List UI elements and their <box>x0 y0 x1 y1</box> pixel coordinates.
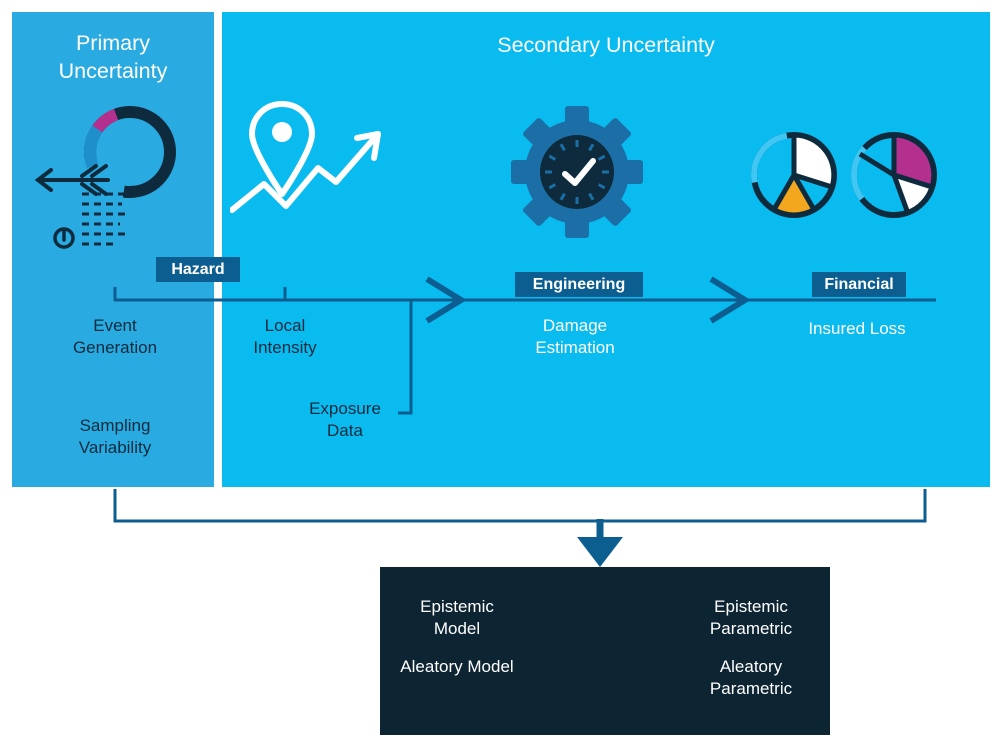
local-intensity-label: Local Intensity <box>253 316 317 357</box>
pie-right-magenta-slice <box>891 132 937 190</box>
insured-loss-label: Insured Loss <box>808 319 906 338</box>
clock-hands-check <box>562 158 596 186</box>
dashed-lines <box>82 192 130 246</box>
secondary-uncertainty-panel <box>222 12 990 487</box>
primary-uncertainty-title: Primary Uncertainty <box>58 31 168 83</box>
pie-chart-right <box>851 132 937 218</box>
pie-chart-left <box>751 132 837 218</box>
sampling-variability-label: Sampling Variability <box>78 416 152 457</box>
trend-line <box>230 131 381 213</box>
arrow-donut-chart-icon <box>34 106 176 249</box>
pie-charts-icon <box>751 132 937 218</box>
quadrant-aleatory-model-label: Aleatory Model <box>400 657 514 676</box>
trend-arrow-head-icon <box>354 131 381 161</box>
event-generation-label: Event Generation <box>72 316 158 357</box>
quadrant-epistemic-model-label: Epistemic Model <box>420 597 494 639</box>
dial-ticks <box>545 140 609 204</box>
quadrant-aleatory-parametric-label: Aleatory Parametric <box>709 657 793 699</box>
financial-badge: Financial <box>812 272 906 297</box>
pie-right-white-slice <box>891 172 935 216</box>
pie-left-white-slice <box>791 132 837 190</box>
map-pin-dot <box>272 122 292 142</box>
map-pin-icon <box>249 101 315 197</box>
arrow-icon <box>34 164 110 196</box>
bottom-bracket <box>113 489 927 523</box>
down-arrow-head-icon <box>577 537 623 567</box>
hazard-badge: Hazard <box>156 257 240 282</box>
damage-estimation-label: Damage Estimation <box>535 316 615 357</box>
location-pin-trend-icon <box>230 101 381 213</box>
primary-uncertainty-panel <box>12 12 214 487</box>
exposure-data-label: Exposure Data <box>309 399 381 440</box>
power-circle-icon <box>53 227 75 249</box>
pie-right-divider <box>858 151 896 178</box>
gear-dial <box>540 135 614 209</box>
pie-left-yellow-slice <box>771 172 817 218</box>
engineering-badge: Engineering <box>515 272 643 297</box>
donut-blue-segment <box>84 106 176 198</box>
secondary-uncertainty-title: Secondary Uncertainty <box>497 33 715 57</box>
donut-chart <box>84 106 176 198</box>
uncertainty-quadrant-box <box>380 567 830 735</box>
quadrant-epistemic-parametric-label: Epistemic Parametric <box>709 597 793 639</box>
gear-clock-icon <box>511 106 643 238</box>
